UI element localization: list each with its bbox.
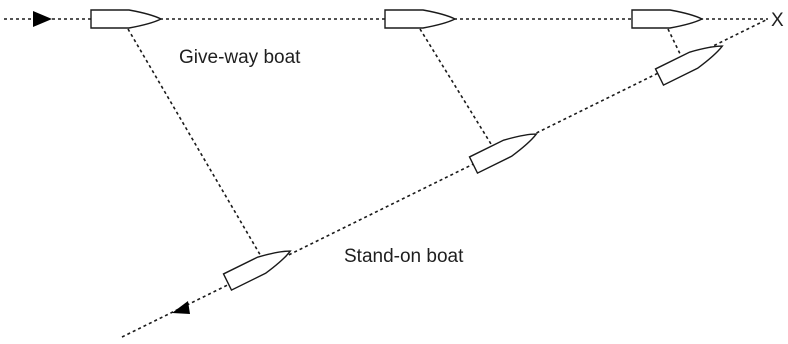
sight-line: [419, 28, 492, 145]
give-way-boat: [90, 9, 163, 29]
collision-point-label: X: [771, 10, 784, 31]
give-way-boat-label: Give-way boat: [179, 47, 301, 68]
give-way-direction-arrow: [33, 11, 52, 27]
stand-on-boat: [654, 45, 724, 87]
stand-on-direction-arrow: [172, 301, 190, 314]
stand-on-boat-label: Stand-on boat: [344, 246, 464, 267]
give-way-boat: [384, 9, 457, 29]
stand-on-boat: [468, 133, 538, 175]
stand-on-boat: [222, 250, 292, 292]
give-way-boat: [631, 9, 704, 29]
sight-line: [127, 28, 263, 259]
